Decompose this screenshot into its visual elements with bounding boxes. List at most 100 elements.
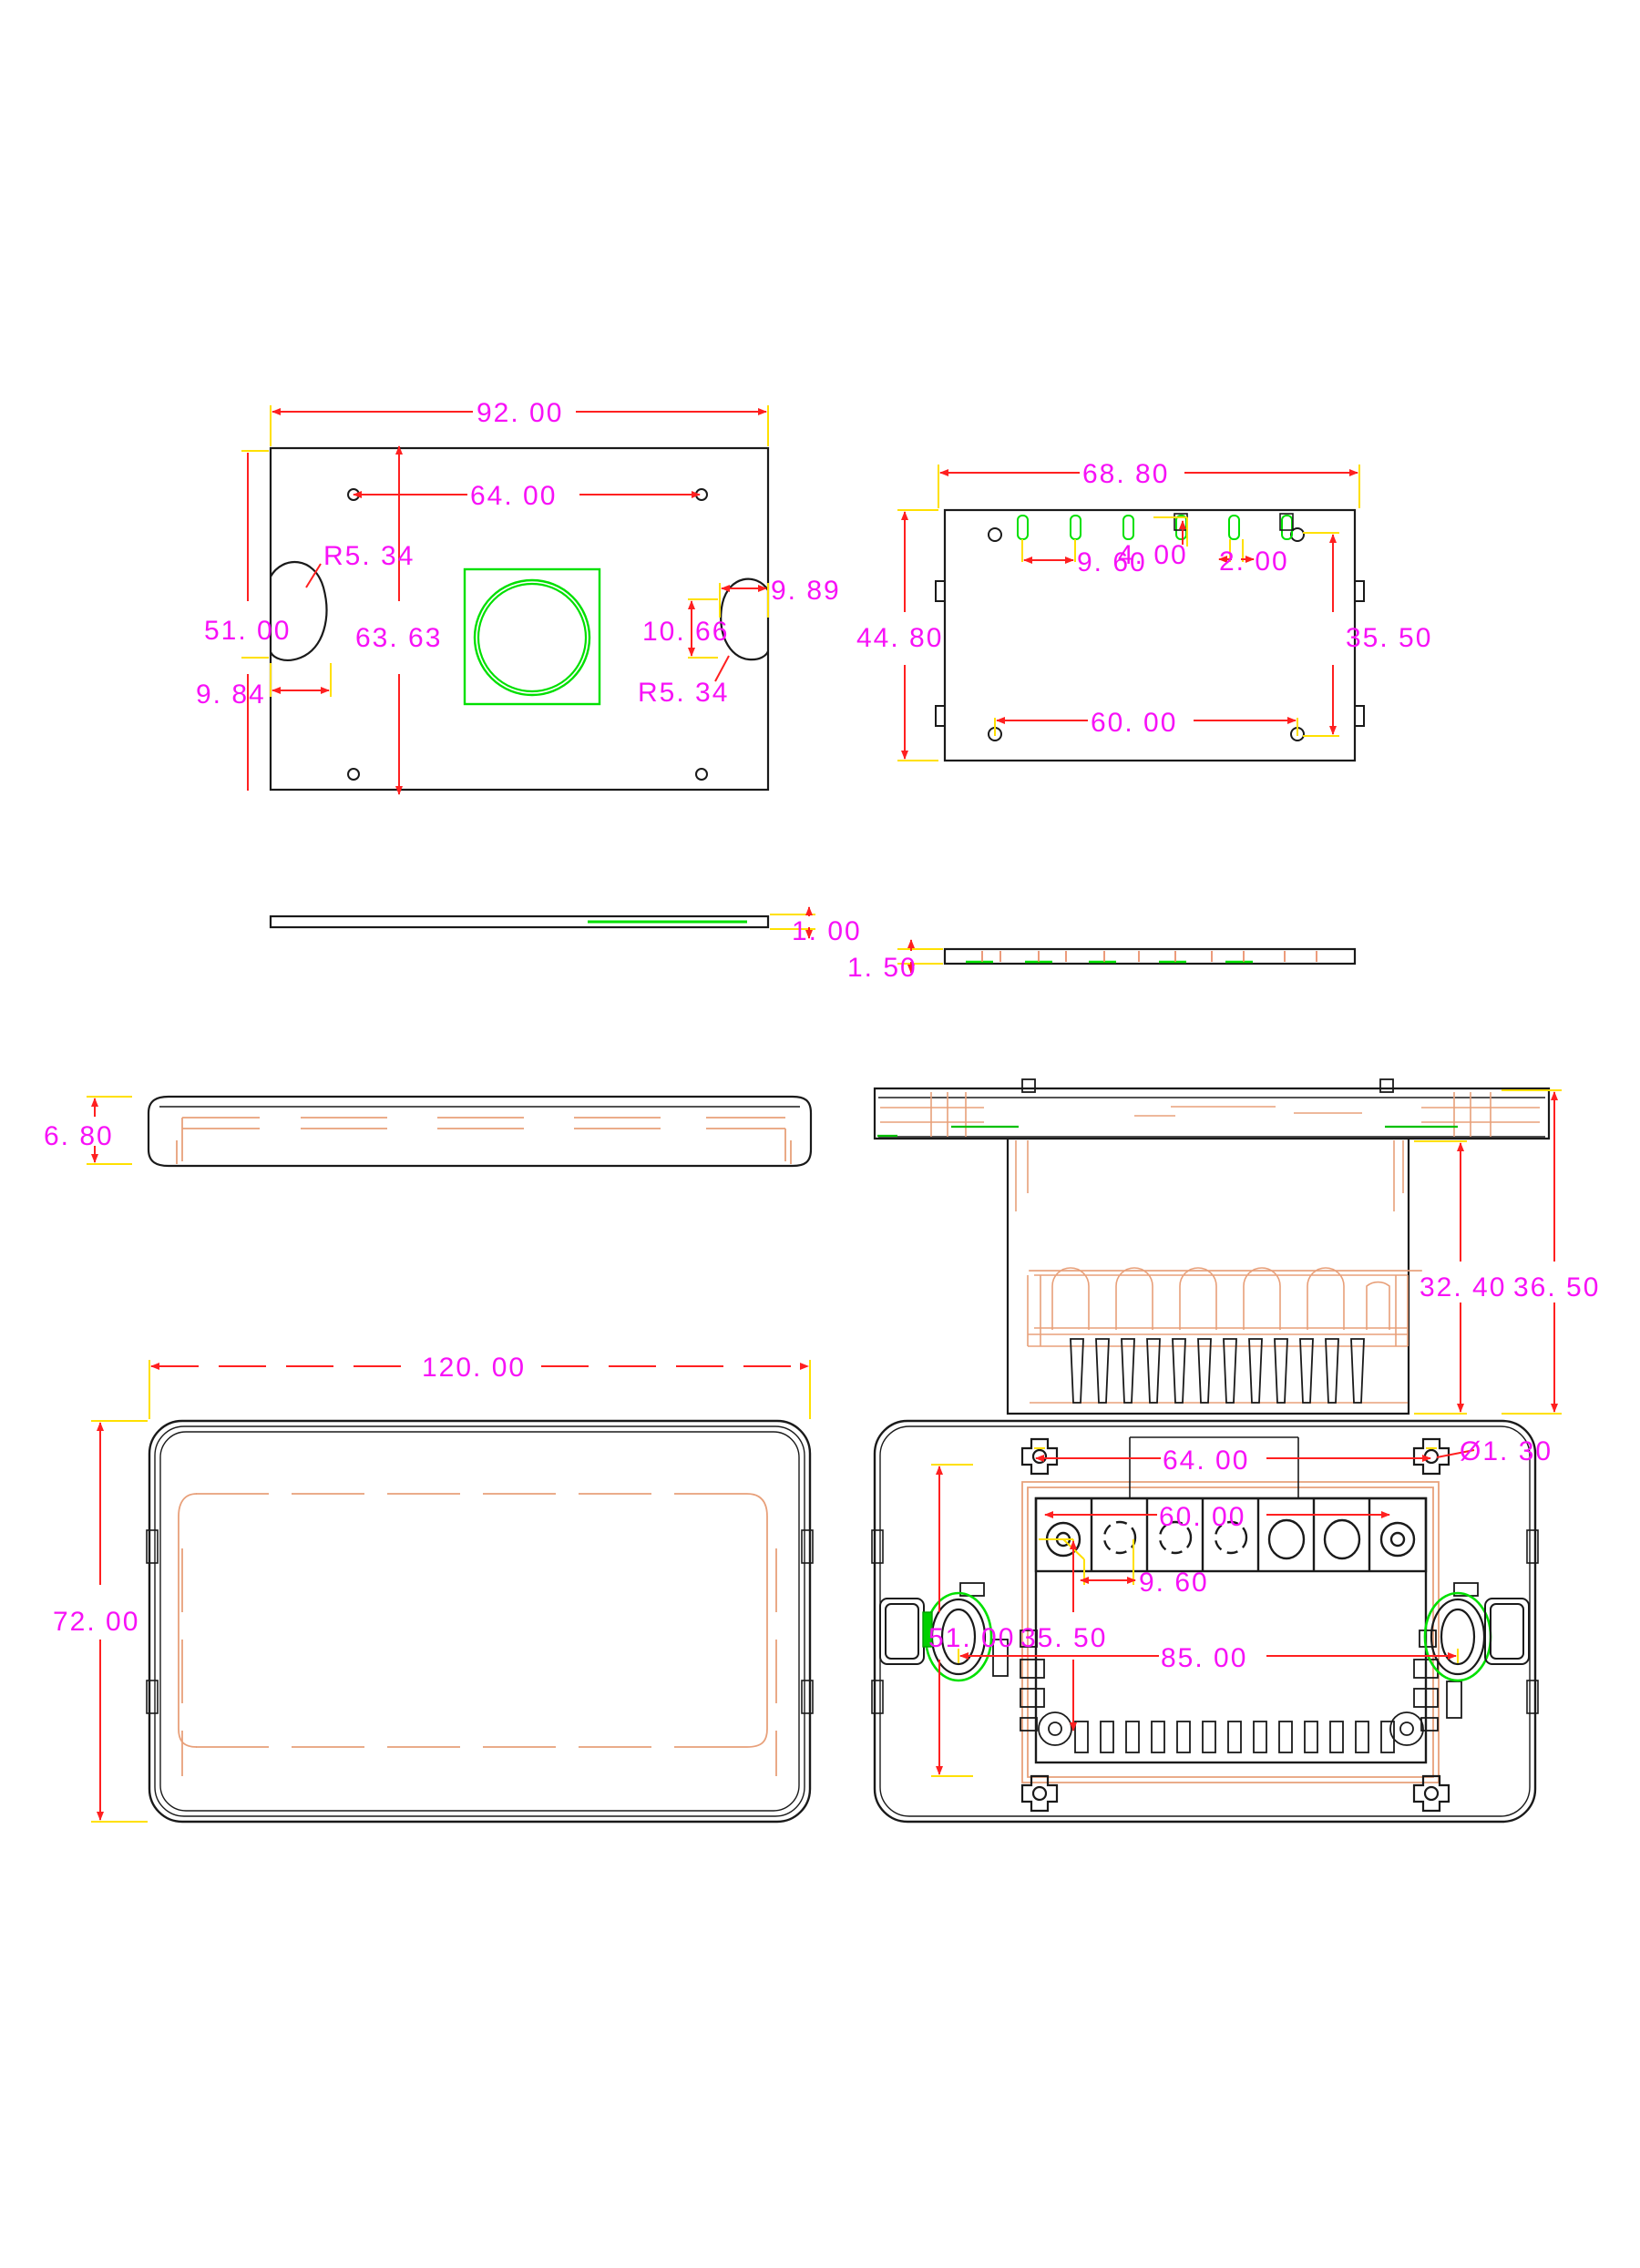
- dimension-9-60-pcb: 9. 60: [1021, 539, 1147, 577]
- dim-label-51-00-base: 51. 00: [928, 1623, 1015, 1653]
- dim-label-r534-right: R5. 34: [638, 678, 729, 708]
- dimension-4-00: 4. 00: [1118, 516, 1188, 570]
- enclosure-side-hidden: [176, 1117, 792, 1164]
- dim-label-dia-1-30: Ø1. 30: [1460, 1436, 1553, 1466]
- dimension-10-66: 10. 66: [642, 598, 729, 659]
- enclosure-top-clip-right-2: [801, 1680, 814, 1714]
- dimension-63-63: 63. 63: [355, 445, 442, 795]
- dim-label-51: 51. 00: [204, 616, 291, 646]
- dimension-1-00: 1. 00: [770, 906, 862, 946]
- assembly-hidden-detail: [877, 1092, 1540, 1404]
- view-assembly-section: 32. 40 36. 50: [873, 1078, 1598, 1415]
- dim-label-60-00-pcb: 60. 00: [1091, 708, 1177, 738]
- dimension-64-00-base: 64. 00: [1034, 1436, 1437, 1498]
- dimension-68-80: 68. 80: [938, 459, 1360, 508]
- enclosure-top-clip-right: [801, 1529, 814, 1564]
- enclosure-side-outline: [147, 1095, 813, 1168]
- dimension-9-84: 9. 84: [196, 663, 332, 710]
- dim-label-r534-left: R5. 34: [323, 541, 415, 571]
- enclosure-top-outline: [148, 1419, 812, 1824]
- view-pcb-edge: 1. 50: [847, 939, 1357, 983]
- dimension-51-00-base: 51. 00: [928, 1464, 1015, 1777]
- view-enclosure-side: 6. 80: [44, 1095, 813, 1168]
- pcb-notch-left: [935, 580, 945, 602]
- dim-label-64-top: 64. 00: [470, 481, 557, 511]
- enclosure-top-hidden: [178, 1493, 777, 1776]
- dim-label-9-89: 9. 89: [771, 576, 841, 606]
- pcb-edge-detail: [966, 951, 1317, 964]
- right-notch: [720, 577, 770, 661]
- dimension-35-50-base: 35. 50: [1020, 1538, 1107, 1732]
- base-side-tabs: [959, 1582, 1479, 1732]
- dim-label-10-66: 10. 66: [642, 617, 729, 647]
- dimension-51: 51. 00: [204, 450, 291, 791]
- dimension-60-00-base: 60. 00: [1044, 1502, 1390, 1532]
- dimension-6-80: 6. 80: [44, 1096, 132, 1165]
- base-clip-right: [1526, 1529, 1539, 1564]
- dimension-dia-1-30: Ø1. 30: [1436, 1436, 1553, 1466]
- panel-edge-outline: [269, 914, 770, 929]
- panel-hole-bl: [347, 768, 360, 781]
- dimension-35-50-pcb: 35. 50: [1303, 532, 1432, 737]
- assembly-boss-right: [1379, 1078, 1394, 1093]
- dim-label-9-84: 9. 84: [196, 679, 266, 710]
- dimension-1-50: 1. 50: [847, 939, 943, 983]
- dim-label-32-40: 32. 40: [1420, 1272, 1506, 1303]
- base-pin-header: [1038, 1711, 1424, 1753]
- assembly-pin-array: [1070, 1338, 1365, 1404]
- view-enclosure-base: 64. 00 60. 00 9. 60 Ø1. 30 51. 00: [871, 1419, 1553, 1824]
- base-clip-right-2: [1526, 1680, 1539, 1714]
- dim-label-35-50-pcb: 35. 50: [1346, 623, 1432, 653]
- assembly-boss-left: [1021, 1078, 1036, 1093]
- enclosure-top-outline-inner1: [154, 1425, 805, 1817]
- panel-window-circle-inner: [477, 582, 588, 693]
- panel-outline: [269, 446, 770, 792]
- dim-label-4-00: 4. 00: [1118, 540, 1188, 570]
- pcb-notch-left-2: [935, 705, 945, 727]
- dimension-9-89: 9. 89: [719, 576, 841, 618]
- dim-label-9-60-pcb: 9. 60: [1077, 547, 1147, 577]
- dim-label-35-50-base: 35. 50: [1020, 1623, 1107, 1653]
- dim-label-1-50: 1. 50: [847, 953, 917, 983]
- dim-label-44-80: 44. 80: [856, 623, 943, 653]
- view-enclosure-top: 120. 00 72. 00: [53, 1353, 814, 1824]
- dim-label-72-00: 72. 00: [53, 1607, 139, 1637]
- dim-label-64-00-base: 64. 00: [1163, 1446, 1249, 1476]
- dimension-60-00-pcb: 60. 00: [994, 708, 1298, 738]
- dimension-92: 92. 00: [270, 398, 769, 446]
- base-terminal-block: [1034, 1497, 1428, 1573]
- left-notch: [270, 561, 328, 661]
- pcb-edge-outline: [943, 947, 1357, 965]
- pcb-notch-right-2: [1355, 705, 1365, 727]
- base-clip-left-2: [871, 1680, 884, 1714]
- dim-label-120-00: 120. 00: [422, 1353, 526, 1383]
- base-grommet-right: [1423, 1591, 1492, 1682]
- dim-label-92: 92. 00: [477, 398, 563, 428]
- dimension-2-00: 2. 00: [1218, 539, 1289, 577]
- assembly-lid-outline: [873, 1087, 1551, 1140]
- dim-label-1-00: 1. 00: [792, 916, 862, 946]
- pcb-hole-tl: [988, 527, 1002, 542]
- dim-label-68-80: 68. 80: [1082, 459, 1169, 489]
- panel-window-circle-outer: [473, 578, 591, 697]
- base-screw-posts: [1020, 1437, 1450, 1813]
- dim-label-2-00: 2. 00: [1219, 547, 1289, 577]
- dimension-72-00: 72. 00: [53, 1420, 148, 1823]
- pcb-notch-right: [1355, 580, 1365, 602]
- dim-label-63-63: 63. 63: [355, 623, 442, 653]
- enclosure-base-outline-inner: [879, 1425, 1531, 1817]
- dimension-r534-left: R5. 34: [305, 541, 415, 588]
- dim-label-85-00: 85. 00: [1161, 1643, 1247, 1673]
- dimension-r534-right: R5. 34: [638, 655, 730, 708]
- dimension-64-top: 64. 00: [353, 481, 701, 511]
- base-clip-left: [871, 1529, 884, 1564]
- base-green-tab: [922, 1611, 933, 1648]
- dimension-32-40: 32. 40: [1414, 1140, 1506, 1415]
- pcb-outline: [943, 508, 1357, 762]
- enclosure-top-clip-left: [146, 1529, 159, 1564]
- assembly-body-outline: [1006, 1139, 1410, 1415]
- dimension-120-00: 120. 00: [149, 1353, 811, 1419]
- dimension-44-80: 44. 80: [856, 509, 943, 761]
- panel-window-square: [463, 567, 601, 706]
